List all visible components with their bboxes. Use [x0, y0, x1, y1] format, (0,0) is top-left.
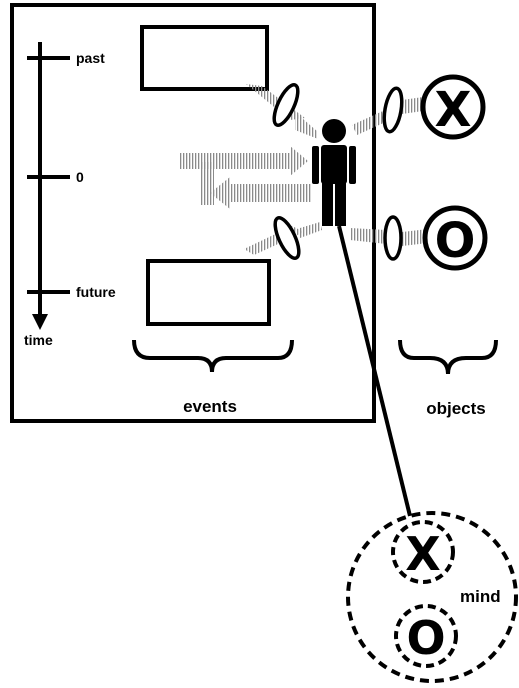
object-x: X [420, 74, 486, 140]
arrow-toward-events [210, 177, 312, 209]
past-event-box [140, 25, 269, 91]
person-torso [321, 145, 347, 184]
lens-past [272, 83, 300, 127]
label-zero: 0 [76, 169, 84, 185]
lenses [272, 83, 404, 261]
lens-object-o [383, 215, 403, 261]
mind-x-symbol: X [405, 527, 440, 581]
mind-circle [346, 511, 518, 683]
object-o: O [422, 205, 488, 271]
objects-label: objects [426, 399, 486, 418]
arrow-toward-person [180, 146, 308, 176]
label-time: time [24, 332, 53, 348]
object-o-symbol: O [435, 213, 476, 269]
mind-x-circle [391, 520, 455, 584]
object-o-circle [422, 205, 488, 271]
mind-o-symbol: O [406, 611, 445, 665]
beam-object-o [350, 228, 386, 244]
person-left-arm [312, 146, 319, 184]
exchange-arrows [180, 146, 312, 209]
events-label: events [183, 397, 237, 416]
person-icon [312, 119, 356, 226]
arrow-connector [200, 162, 214, 205]
mind-o-circle [394, 604, 458, 668]
label-past: past [76, 50, 105, 66]
person-left-leg [322, 183, 333, 226]
events-brace [132, 339, 294, 373]
lens-future [273, 216, 301, 260]
object-x-circle [420, 74, 486, 140]
person-head [322, 119, 346, 143]
time-axis-arrowhead [32, 314, 48, 330]
mind: X O mind [346, 511, 518, 683]
object-x-symbol: X [434, 82, 471, 138]
person-right-arm [349, 146, 356, 184]
beam-object-x [352, 110, 390, 135]
beam-object-o-to-lens [402, 229, 428, 246]
mind-label: mind [460, 587, 501, 606]
mind-connector-line [337, 225, 412, 517]
beam-to-eye-lower [300, 222, 322, 238]
beam-to-eye-upper [295, 112, 318, 139]
time-axis: past 0 future time [24, 42, 116, 348]
lens-object-x [382, 86, 404, 134]
objects-brace [398, 339, 498, 375]
label-future: future [76, 284, 116, 300]
person-right-leg [335, 183, 346, 226]
events-frame [10, 3, 376, 423]
future-event-box [146, 259, 271, 326]
